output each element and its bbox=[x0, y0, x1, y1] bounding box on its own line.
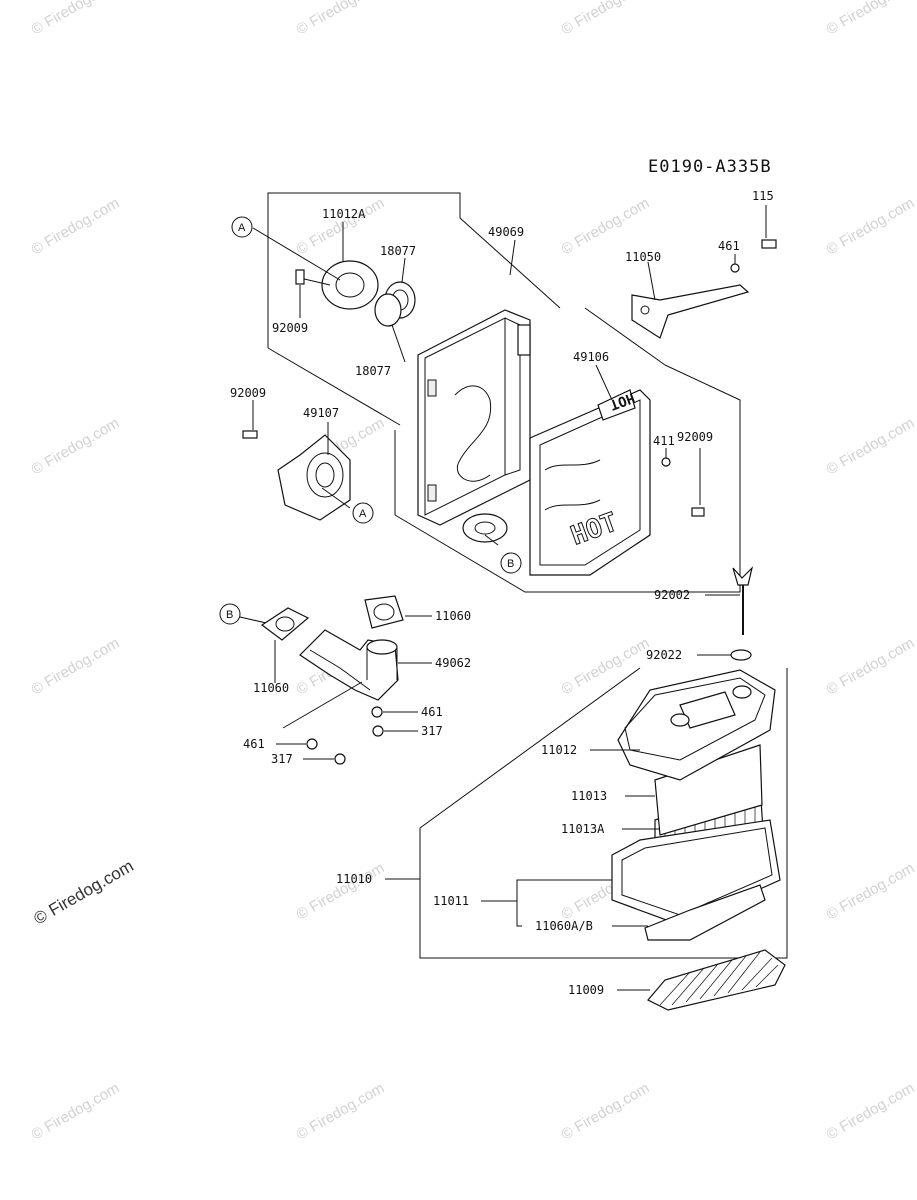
exhaust-pipe-group: B bbox=[219, 595, 432, 765]
bolt-115 bbox=[761, 239, 777, 249]
muffler-group bbox=[242, 192, 777, 593]
ref-circle-a bbox=[352, 502, 374, 524]
watermark: © Firedog.com bbox=[559, 1079, 653, 1143]
muffler-guard-49107 bbox=[242, 430, 351, 521]
part-label: 11011 bbox=[433, 894, 469, 908]
air-cleaner-cover-11012 bbox=[617, 669, 776, 781]
part-label: 92009 bbox=[230, 386, 266, 400]
part-label: 92009 bbox=[677, 430, 713, 444]
ref-label-b: B bbox=[226, 609, 233, 621]
watermark-main: © Firedog.com bbox=[31, 856, 137, 928]
watermark: © Firedog.com bbox=[824, 194, 917, 258]
part-label: 18077 bbox=[355, 364, 391, 378]
watermark: © Firedog.com bbox=[294, 0, 388, 38]
hot-warning-large: HOT bbox=[567, 507, 621, 551]
watermark: © Firedog.com bbox=[29, 1079, 123, 1143]
gasket-11060 bbox=[364, 595, 404, 629]
bracket-11050 bbox=[631, 284, 750, 339]
gasket-11060AB bbox=[644, 884, 766, 941]
watermark: © Firedog.com bbox=[824, 634, 917, 698]
watermark: © Firedog.com bbox=[29, 414, 123, 478]
watermark: © Firedog.com bbox=[559, 0, 653, 38]
part-label: 11060 bbox=[435, 609, 471, 623]
part-label: 115 bbox=[752, 189, 774, 203]
wing-bolt-92002 bbox=[732, 566, 754, 586]
part-label: 461 bbox=[243, 737, 265, 751]
ref-label-a: A bbox=[238, 222, 246, 234]
part-label: 49106 bbox=[573, 350, 609, 364]
ref-label-b: B bbox=[507, 558, 514, 570]
washer-92022 bbox=[730, 649, 752, 661]
watermark: © Firedog.com bbox=[29, 0, 123, 38]
pre-cleaner-11009 bbox=[647, 949, 786, 1011]
muffler-body bbox=[417, 309, 531, 543]
gasket-18077 bbox=[374, 281, 416, 327]
part-label: 411 bbox=[653, 434, 675, 448]
part-label: 11060 bbox=[253, 681, 289, 695]
gasket-11060 bbox=[260, 607, 310, 641]
nut-461 bbox=[730, 263, 740, 273]
watermark: © Firedog.com bbox=[29, 194, 123, 258]
ref-circle-a bbox=[231, 216, 253, 238]
part-label: 11010 bbox=[336, 872, 372, 886]
part-label: 49069 bbox=[488, 225, 524, 239]
watermark: © Firedog.com bbox=[559, 634, 653, 698]
ref-circle-b bbox=[219, 603, 241, 625]
watermark: © Firedog.com bbox=[294, 1079, 388, 1143]
nut-317 bbox=[372, 725, 384, 737]
ref-label-a: A bbox=[359, 508, 367, 520]
part-label: 461 bbox=[718, 239, 740, 253]
part-label: 317 bbox=[421, 724, 443, 738]
part-label: 49107 bbox=[303, 406, 339, 420]
part-label: 11012 bbox=[541, 743, 577, 757]
watermark: © Firedog.com bbox=[29, 634, 123, 698]
part-label: 11050 bbox=[625, 250, 661, 264]
watermark: © Firedog.com bbox=[824, 0, 917, 38]
watermark: © Firedog.com bbox=[824, 1079, 917, 1143]
ref-circle-b bbox=[500, 552, 522, 574]
part-label: 92022 bbox=[646, 648, 682, 662]
air-cleaner-group bbox=[385, 566, 788, 1011]
diagram-code: E0190-A335B bbox=[648, 157, 772, 177]
nut-461 bbox=[371, 706, 383, 718]
washer-411 bbox=[661, 457, 671, 467]
bolt-92009 bbox=[691, 507, 705, 517]
part-label: 11060A/B bbox=[535, 919, 593, 933]
exhaust-flange bbox=[295, 260, 379, 310]
part-label: 49062 bbox=[435, 656, 471, 670]
watermark-layer: © Firedog.com © Firedog.com © Firedog.co… bbox=[29, 0, 917, 1143]
heat-cover-49106 bbox=[529, 389, 651, 576]
nut-317 bbox=[334, 753, 346, 765]
part-label: 92002 bbox=[654, 588, 690, 602]
part-label: 11012A bbox=[322, 207, 366, 221]
watermark: © Firedog.com bbox=[559, 194, 653, 258]
watermark: © Firedog.com bbox=[824, 414, 917, 478]
part-label: 11009 bbox=[568, 983, 604, 997]
part-label: 11013 bbox=[571, 789, 607, 803]
watermark: © Firedog.com bbox=[294, 859, 388, 923]
watermark: © Firedog.com bbox=[294, 194, 388, 258]
watermark: © Firedog.com bbox=[824, 859, 917, 923]
part-label: 11013A bbox=[561, 822, 605, 836]
part-label: 18077 bbox=[380, 244, 416, 258]
nut-461 bbox=[306, 738, 318, 750]
part-label: 461 bbox=[421, 705, 443, 719]
part-label: 317 bbox=[271, 752, 293, 766]
part-label: 92009 bbox=[272, 321, 308, 335]
